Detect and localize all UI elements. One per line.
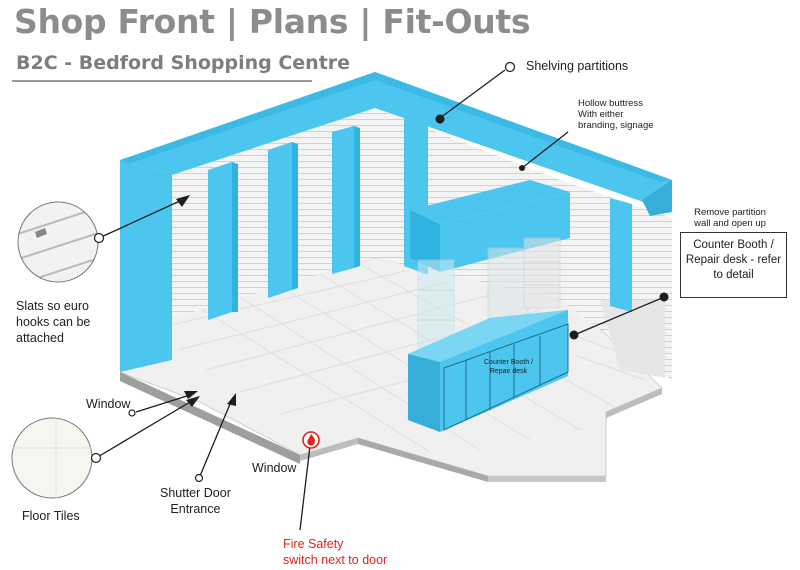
left-corner-pillar xyxy=(120,160,172,372)
counter-booth-desk xyxy=(408,310,569,432)
label-fire-safety-line1: Fire Safety xyxy=(283,537,344,551)
label-hollow-buttress-line1: Hollow buttress xyxy=(578,98,643,109)
label-fire-safety-line2: switch next to door xyxy=(283,553,388,567)
label-counter-booth-inside-line1: Counter Booth / xyxy=(484,359,534,366)
label-window-bottom: Window xyxy=(252,461,297,475)
label-hollow-buttress-line2: With either xyxy=(578,109,624,120)
leader-endpoints xyxy=(90,61,669,483)
label-fire-safety: Fire Safety switch next to door xyxy=(283,536,387,568)
label-shutter-door-line2: Entrance xyxy=(170,502,221,516)
counter-booth-callout-line3: to detail xyxy=(713,269,754,281)
label-shutter-door-line1: Shutter Door xyxy=(160,486,231,500)
page-title: Shop Front | Plans | Fit-Outs xyxy=(14,2,531,41)
slats-detail-circle xyxy=(17,201,99,283)
counter-booth-canopy xyxy=(410,180,570,272)
label-window-left: Window xyxy=(86,397,131,411)
label-floor-tiles: Floor Tiles xyxy=(22,509,80,523)
subtitle-underline xyxy=(12,80,312,82)
counter-booth-callout-line2: Repair desk - refer xyxy=(685,254,782,266)
page-subtitle: B2C - Bedford Shopping Centre xyxy=(16,52,351,74)
leader-arrowheads xyxy=(176,195,236,407)
label-shutter-door: Shutter Door Entrance xyxy=(160,485,231,517)
label-hollow-buttress-line3: branding, signage xyxy=(578,120,654,131)
label-hollow-buttress: Hollow buttress With either branding, si… xyxy=(578,98,654,131)
counter-booth-callout-line1: Counter Booth / xyxy=(693,239,774,251)
leader-lines xyxy=(95,69,663,531)
floor-tiles-detail-circle xyxy=(11,417,93,499)
label-shelving-partitions: Shelving partitions xyxy=(526,59,629,73)
label-remove-partition-line1: Remove partition xyxy=(694,207,766,218)
label-slats-line3: attached xyxy=(16,331,64,345)
counter-booth-callout-box: Counter Booth / Repair desk - refer to d… xyxy=(680,232,787,298)
label-slats-line1: Slats so euro xyxy=(16,299,89,313)
label-slats: Slats so euro hooks can be attached xyxy=(16,298,90,346)
flame-icon xyxy=(302,431,320,449)
glass-display-shelves xyxy=(417,237,561,361)
floor-slab-edge xyxy=(120,372,662,482)
hollow-buttress-band xyxy=(120,72,672,216)
label-counter-booth-inside: Counter Booth / Repair desk xyxy=(484,358,533,376)
label-counter-booth-inside-line2: Repair desk xyxy=(489,368,528,375)
label-slats-line2: hooks can be xyxy=(16,315,91,329)
